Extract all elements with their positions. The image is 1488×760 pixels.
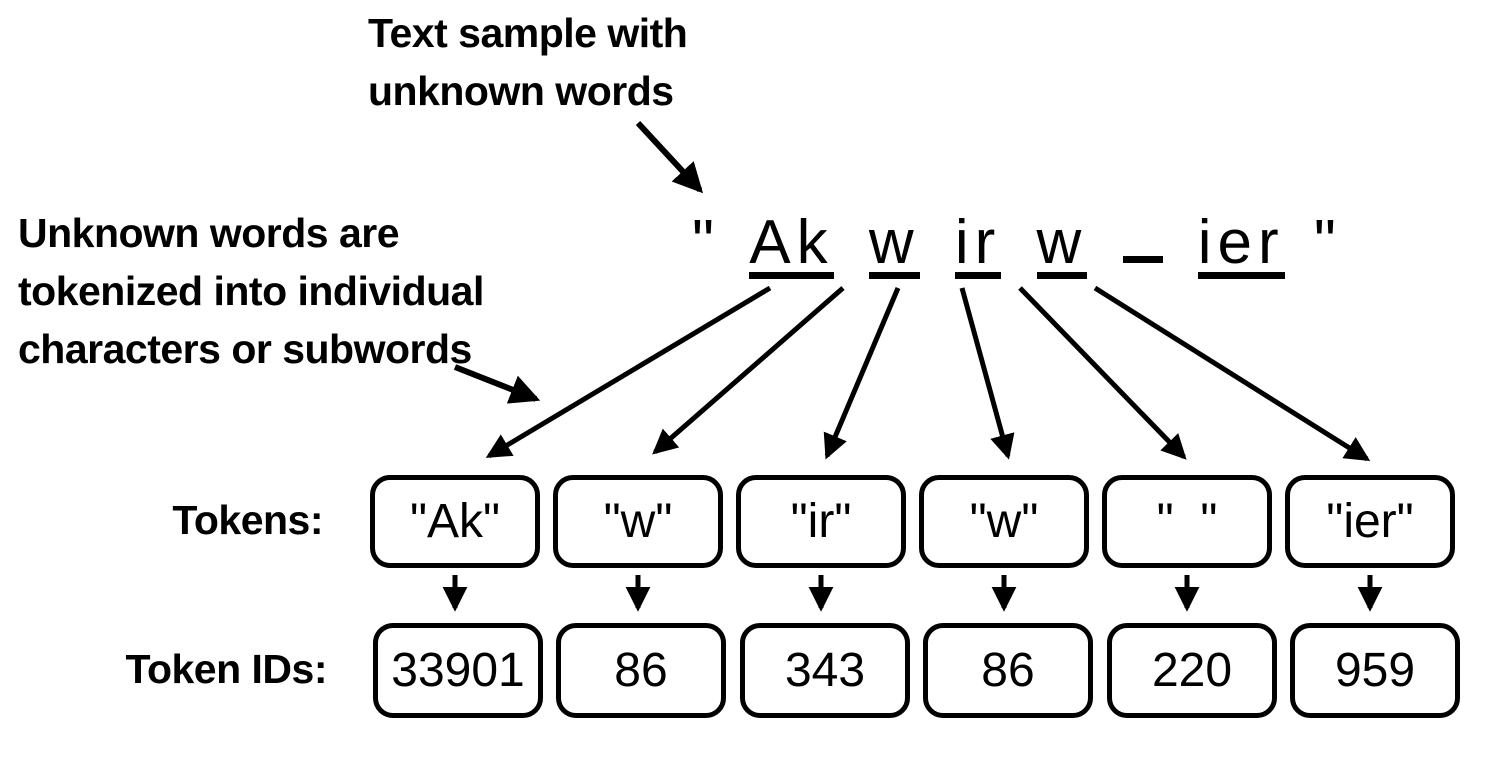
sample-segment-ier: ier bbox=[1197, 208, 1285, 279]
token-id-box: 220 bbox=[1107, 623, 1277, 718]
fan-arrow-4 bbox=[1018, 286, 1187, 460]
tokens-row-label: Tokens: bbox=[172, 497, 323, 543]
sample-segment-ak: Ak bbox=[749, 208, 834, 279]
token-box: " " bbox=[1102, 475, 1272, 568]
top-annotation-line: Text sample with bbox=[368, 10, 688, 56]
token-id-box: 343 bbox=[740, 623, 910, 718]
token-box: "ir" bbox=[736, 475, 906, 568]
fan-arrow-1 bbox=[652, 286, 845, 455]
token-id-box: 33901 bbox=[373, 623, 543, 718]
top-annotation-line: unknown words bbox=[368, 68, 674, 114]
token-ids-row-label: Token IDs: bbox=[125, 646, 327, 692]
token-box: "w" bbox=[553, 475, 723, 568]
top-annotation: Text sample with unknown words bbox=[368, 4, 688, 120]
close-quote: " bbox=[1313, 208, 1342, 277]
top-annotation-arrow bbox=[635, 120, 704, 194]
sample-segment-ir: ir bbox=[954, 208, 1002, 279]
text-sample: " Ak w ir w ier " bbox=[692, 207, 1342, 279]
token-box: "Ak" bbox=[370, 475, 540, 568]
left-annotation-line: tokenized into individual bbox=[18, 268, 484, 314]
token-id-box: 86 bbox=[923, 623, 1093, 718]
token-id-box: 86 bbox=[556, 623, 726, 718]
left-annotation-line: characters or subwords bbox=[18, 326, 472, 372]
open-quote: " bbox=[692, 208, 721, 277]
left-annotation: Unknown words are tokenized into individ… bbox=[18, 204, 484, 378]
sample-segment-w2: w bbox=[1036, 208, 1088, 279]
fan-arrow-3 bbox=[959, 287, 1015, 460]
token-box: "ier" bbox=[1285, 475, 1455, 568]
fan-arrow-0 bbox=[485, 285, 772, 459]
left-annotation-line: Unknown words are bbox=[18, 210, 400, 256]
fan-arrow-2 bbox=[823, 287, 901, 460]
sample-segment-w1: w bbox=[868, 208, 920, 279]
token-id-box: 959 bbox=[1290, 623, 1460, 718]
fan-arrow-5 bbox=[1093, 285, 1371, 462]
token-box: "w" bbox=[919, 475, 1089, 568]
sample-segment-space bbox=[1122, 256, 1163, 263]
